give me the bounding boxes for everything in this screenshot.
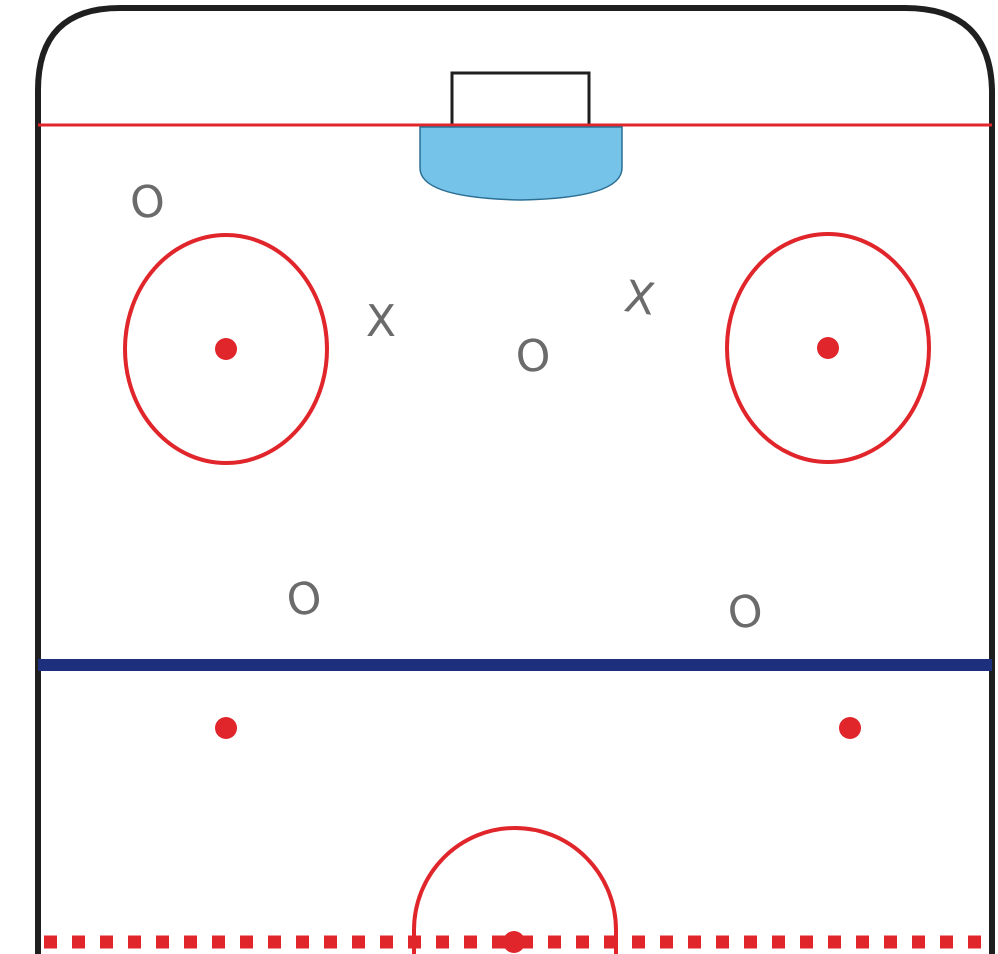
faceoff-circle-right — [725, 232, 931, 464]
center-dot — [503, 931, 525, 953]
faceoff-dot-left — [215, 338, 237, 360]
player-marker: O — [283, 571, 326, 627]
neutral-dot-right — [839, 717, 861, 739]
blue-line — [38, 659, 992, 671]
goal-net — [450, 71, 591, 127]
goal-crease — [419, 126, 623, 201]
faceoff-dot-right — [817, 337, 839, 359]
player-marker: X — [621, 271, 658, 326]
center-circle — [412, 826, 618, 954]
neutral-dot-left — [215, 717, 237, 739]
player-marker: O — [127, 175, 168, 230]
player-marker: X — [366, 296, 396, 347]
player-marker: O — [724, 584, 767, 640]
player-marker: O — [513, 329, 553, 383]
faceoff-circle-left — [123, 233, 329, 465]
rink-boards — [35, 5, 995, 954]
